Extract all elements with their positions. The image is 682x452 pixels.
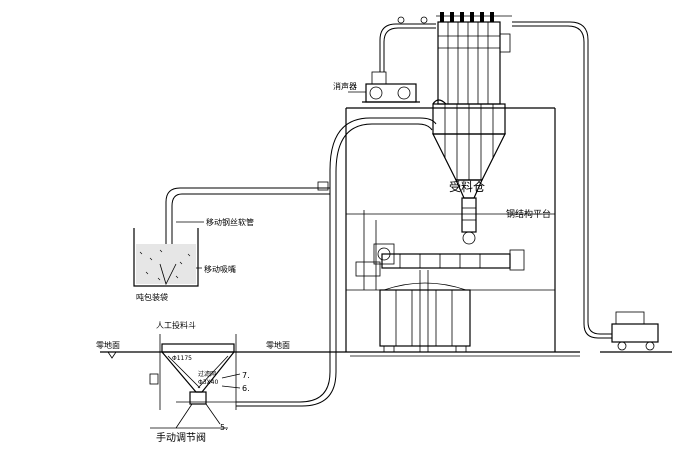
dim-inner-label: Φ3X40 xyxy=(198,379,218,386)
filter-housing xyxy=(437,21,501,105)
callout-7: 7. xyxy=(242,371,250,380)
ton-bag: 吨包装袋 xyxy=(133,228,199,302)
movable-hose-label: 移动钢丝软管 xyxy=(206,217,254,227)
pulse-valves xyxy=(436,12,512,22)
screw-conveyor xyxy=(355,210,525,352)
receiving-bin: 受料仓 xyxy=(432,12,512,245)
movable-nozzle-label: 移动吸嘴 xyxy=(204,264,236,274)
receiving-bin-label: 受料仓 xyxy=(449,180,485,194)
ground-level-mid-label: 零地面 xyxy=(266,340,290,350)
manual-valve-label: 手动调节阀 xyxy=(156,431,206,444)
branch-pipe xyxy=(165,187,330,264)
conveying-pipe xyxy=(236,117,437,403)
manual-hopper-label: 人工投料斗 xyxy=(156,320,196,330)
manual-hopper: 人工投料斗 Φ1175 过滤网 Φ3X40 7. 6. 5. 手动调节阀 xyxy=(149,320,250,444)
steel-platform-label: 钢结构平台 xyxy=(506,208,551,220)
branch-valve xyxy=(317,181,329,191)
gauge-icon xyxy=(397,16,405,24)
callout-5: 5. xyxy=(220,423,228,432)
ground-level-left-label: 零地面 xyxy=(96,340,120,350)
ton-bag-label: 吨包装袋 xyxy=(136,292,168,302)
base-unit xyxy=(379,282,471,353)
dim-top-label: Φ1175 xyxy=(172,355,192,362)
steel-frame xyxy=(345,107,556,352)
air-compressor xyxy=(611,311,659,351)
silencer-label: 消声器 xyxy=(333,81,357,91)
vacuum-pump: 消声器 xyxy=(333,71,420,103)
air-line xyxy=(512,21,612,335)
rotary-valve xyxy=(461,197,477,233)
ground-marker-left xyxy=(107,351,117,359)
callout-6: 6. xyxy=(242,384,250,393)
vacuum-pipe xyxy=(379,23,436,72)
grate-label: 过滤网 xyxy=(198,370,216,378)
